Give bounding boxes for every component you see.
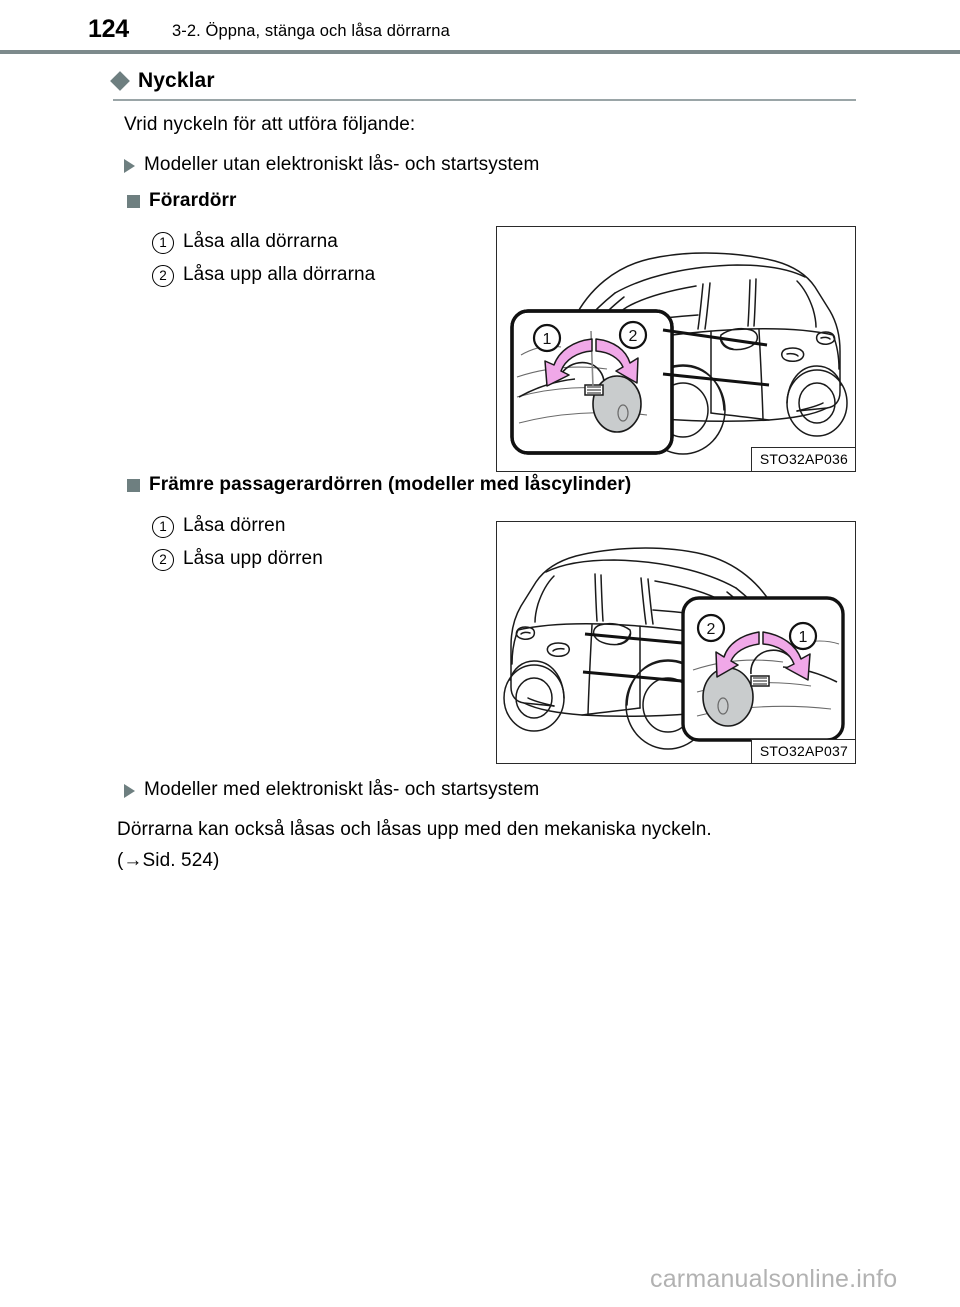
bullet-models-without-smart-entry: Modeller utan elektroniskt lås- och star…: [124, 152, 539, 178]
figure-front-passenger-door: 2 1 STO32AP037: [496, 521, 856, 764]
callout-number-1: 1: [152, 232, 174, 254]
callout-number-2: 2: [152, 549, 174, 571]
triangle-bullet-icon: [124, 784, 135, 798]
closing-paragraph-line-2: (→Sid. 524): [117, 850, 220, 871]
figure1-callout-2: 2: [629, 328, 638, 345]
square-bullet-icon: [127, 479, 140, 492]
list-item: 2 Låsa upp alla dörrarna: [152, 261, 375, 289]
triangle-bullet-icon: [124, 159, 135, 173]
driver-door-illustration-svg: 1 2: [510, 252, 848, 455]
bullet-label: Modeller med elektroniskt lås- och start…: [144, 779, 540, 800]
section-heading-label: Nycklar: [138, 69, 215, 92]
figure-code: STO32AP037: [750, 739, 855, 763]
diamond-bullet-icon: [110, 71, 130, 91]
running-header: 124 3-2. Öppna, stänga och låsa dörrarna: [0, 14, 960, 48]
section-divider-rule: [113, 99, 856, 101]
figure2-callout-1: 1: [799, 629, 808, 646]
figure-driver-door: 1 2 STO32AP036: [496, 226, 856, 472]
site-watermark: carmanualsonline.info: [650, 1265, 898, 1293]
list-item-label: Låsa alla dörrarna: [183, 231, 338, 252]
subheading-label: Främre passagerardörren (modeller med lå…: [149, 474, 632, 495]
figure-code: STO32AP036: [750, 447, 855, 471]
subheading-front-passenger-door: Främre passagerardörren (modeller med lå…: [127, 472, 631, 498]
list-item-label: Låsa dörren: [183, 515, 286, 536]
list-item: 2 Låsa upp dörren: [152, 545, 323, 573]
header-section-title: 3-2. Öppna, stänga och låsa dörrarna: [172, 22, 450, 40]
callout-number-1: 1: [152, 516, 174, 538]
closing-paragraph-line-1: Dörrarna kan också låsas och låsas upp m…: [117, 819, 712, 840]
list-item-label: Låsa upp alla dörrarna: [183, 264, 376, 285]
front-passenger-door-illustration-svg: 2 1: [503, 547, 845, 750]
subheading-label: Förardörr: [149, 190, 237, 211]
square-bullet-icon: [127, 195, 140, 208]
bullet-label: Modeller utan elektroniskt lås- och star…: [144, 154, 540, 175]
page-number: 124: [88, 15, 129, 43]
lead-paragraph: Vrid nyckeln för att utföra följande:: [124, 114, 416, 135]
header-divider-rule: [0, 50, 960, 54]
bullet-models-with-smart-entry: Modeller med elektroniskt lås- och start…: [124, 777, 539, 803]
subheading-driver-door: Förardörr: [127, 188, 236, 214]
callout-number-2: 2: [152, 265, 174, 287]
section-heading: Nycklar: [110, 69, 215, 93]
figure2-callout-2: 2: [707, 621, 716, 638]
list-item: 1 Låsa alla dörrarna: [152, 228, 338, 256]
list-item-label: Låsa upp dörren: [183, 548, 323, 569]
figure1-callout-1: 1: [543, 331, 552, 348]
list-item: 1 Låsa dörren: [152, 512, 286, 540]
